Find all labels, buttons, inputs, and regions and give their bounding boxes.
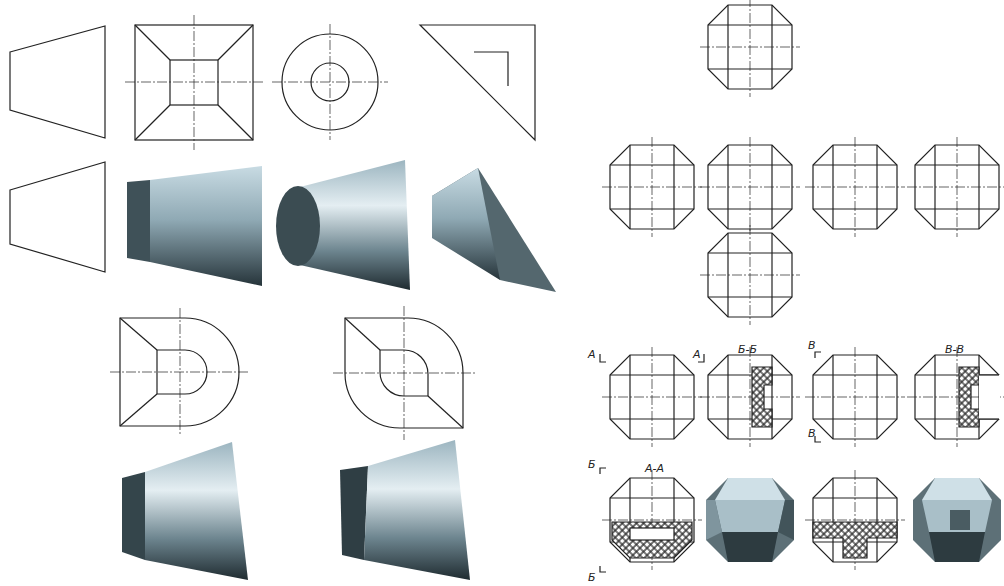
section-label: В-В	[945, 344, 964, 356]
section-label: Б-Б	[738, 344, 757, 356]
section-label: А-А	[645, 463, 664, 475]
section-label: Б	[588, 572, 596, 584]
section-label: В	[808, 340, 816, 352]
section-label: Б	[588, 459, 596, 471]
section-label: А	[693, 349, 701, 361]
section-label: А	[588, 349, 596, 361]
section-label: В	[808, 428, 816, 440]
